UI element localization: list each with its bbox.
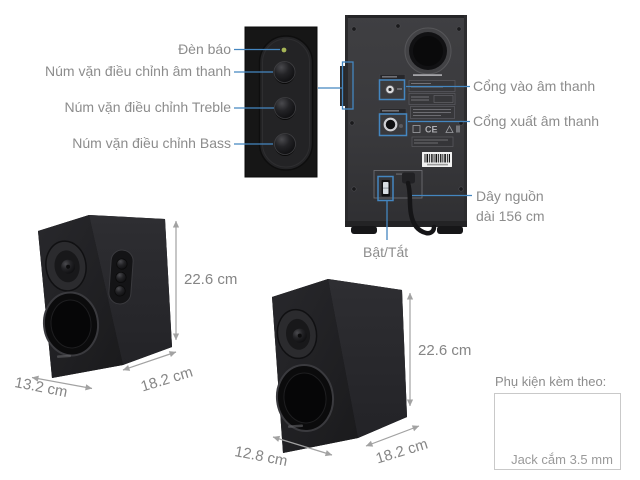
callout-box-audio-in: [378, 79, 406, 101]
cert-triangle-mark: [445, 125, 454, 133]
brand-mark: [288, 424, 304, 428]
cert-square-mark: [412, 125, 421, 133]
barcode: [422, 152, 452, 167]
label-power-cord-line1: Dây nguồn: [476, 188, 544, 204]
side-knob-bump: [340, 66, 347, 106]
cord-strain-relief: [402, 172, 415, 184]
callout-box-side-panel: [341, 61, 354, 110]
callout-box-audio-out: [378, 113, 408, 137]
screws: [349, 23, 464, 192]
speaker-back-panel: CE: [340, 15, 467, 236]
active-speaker: [38, 215, 172, 378]
label-audio-output: Cổng xuất âm thanh: [473, 113, 600, 129]
label-indicator-light: Đèn báo: [178, 41, 231, 57]
passive-speaker: [272, 279, 407, 453]
speaker-foot: [351, 226, 377, 234]
knob-panel-closeup: [244, 26, 318, 178]
audio-output-port: [379, 108, 407, 132]
dimension-arrows: [31, 220, 420, 457]
label-power-switch: Bật/Tắt: [363, 244, 409, 260]
depth-arrow-passive: [365, 425, 420, 447]
label-volume-knob: Núm vặn điều chỉnh âm thanh: [45, 63, 231, 79]
passive-speaker-side: [328, 279, 407, 438]
power-switch-area: [373, 170, 437, 236]
ce-mark: CE: [425, 125, 438, 135]
width-arrow-active: [31, 375, 93, 391]
dimension-passive-height: 22.6 cm: [418, 342, 472, 359]
label-bass-knob: Núm vặn điều chỉnh Bass: [72, 135, 231, 151]
width-arrow-passive: [272, 435, 333, 457]
woofer: [275, 364, 335, 432]
power-cable: [405, 180, 437, 236]
accessory-box: [494, 393, 621, 470]
tweeter: [45, 240, 87, 292]
side-knob-panel: [108, 249, 134, 305]
dimension-active-height: 22.6 cm: [184, 271, 238, 288]
speaker-foot: [437, 226, 463, 234]
bass-knob: [274, 133, 296, 156]
indicator-led: [281, 47, 287, 53]
accessory-item-label: Jack cắm 3.5 mm: [511, 452, 613, 467]
accessory-title: Phụ kiện kèm theo:: [495, 374, 607, 389]
audio-input-port: [379, 74, 406, 95]
woofer: [42, 291, 100, 357]
callout-box-power-switch: [377, 175, 394, 202]
treble-knob: [274, 97, 296, 120]
label-audio-input: Cổng vào âm thanh: [473, 78, 596, 94]
volume-knob: [273, 61, 296, 84]
label-power-cord-line2: dài 156 cm: [476, 208, 545, 224]
brand-mark: [57, 354, 72, 358]
tweeter: [276, 308, 318, 360]
label-power-cord: Dây nguồn dài 156 cm: [476, 186, 544, 226]
callout-annotations: [234, 48, 472, 240]
depth-arrow-active: [122, 351, 177, 371]
bass-reflex-port: [404, 27, 452, 75]
label-treble-knob: Núm vặn điều chỉnh Treble: [64, 99, 231, 115]
